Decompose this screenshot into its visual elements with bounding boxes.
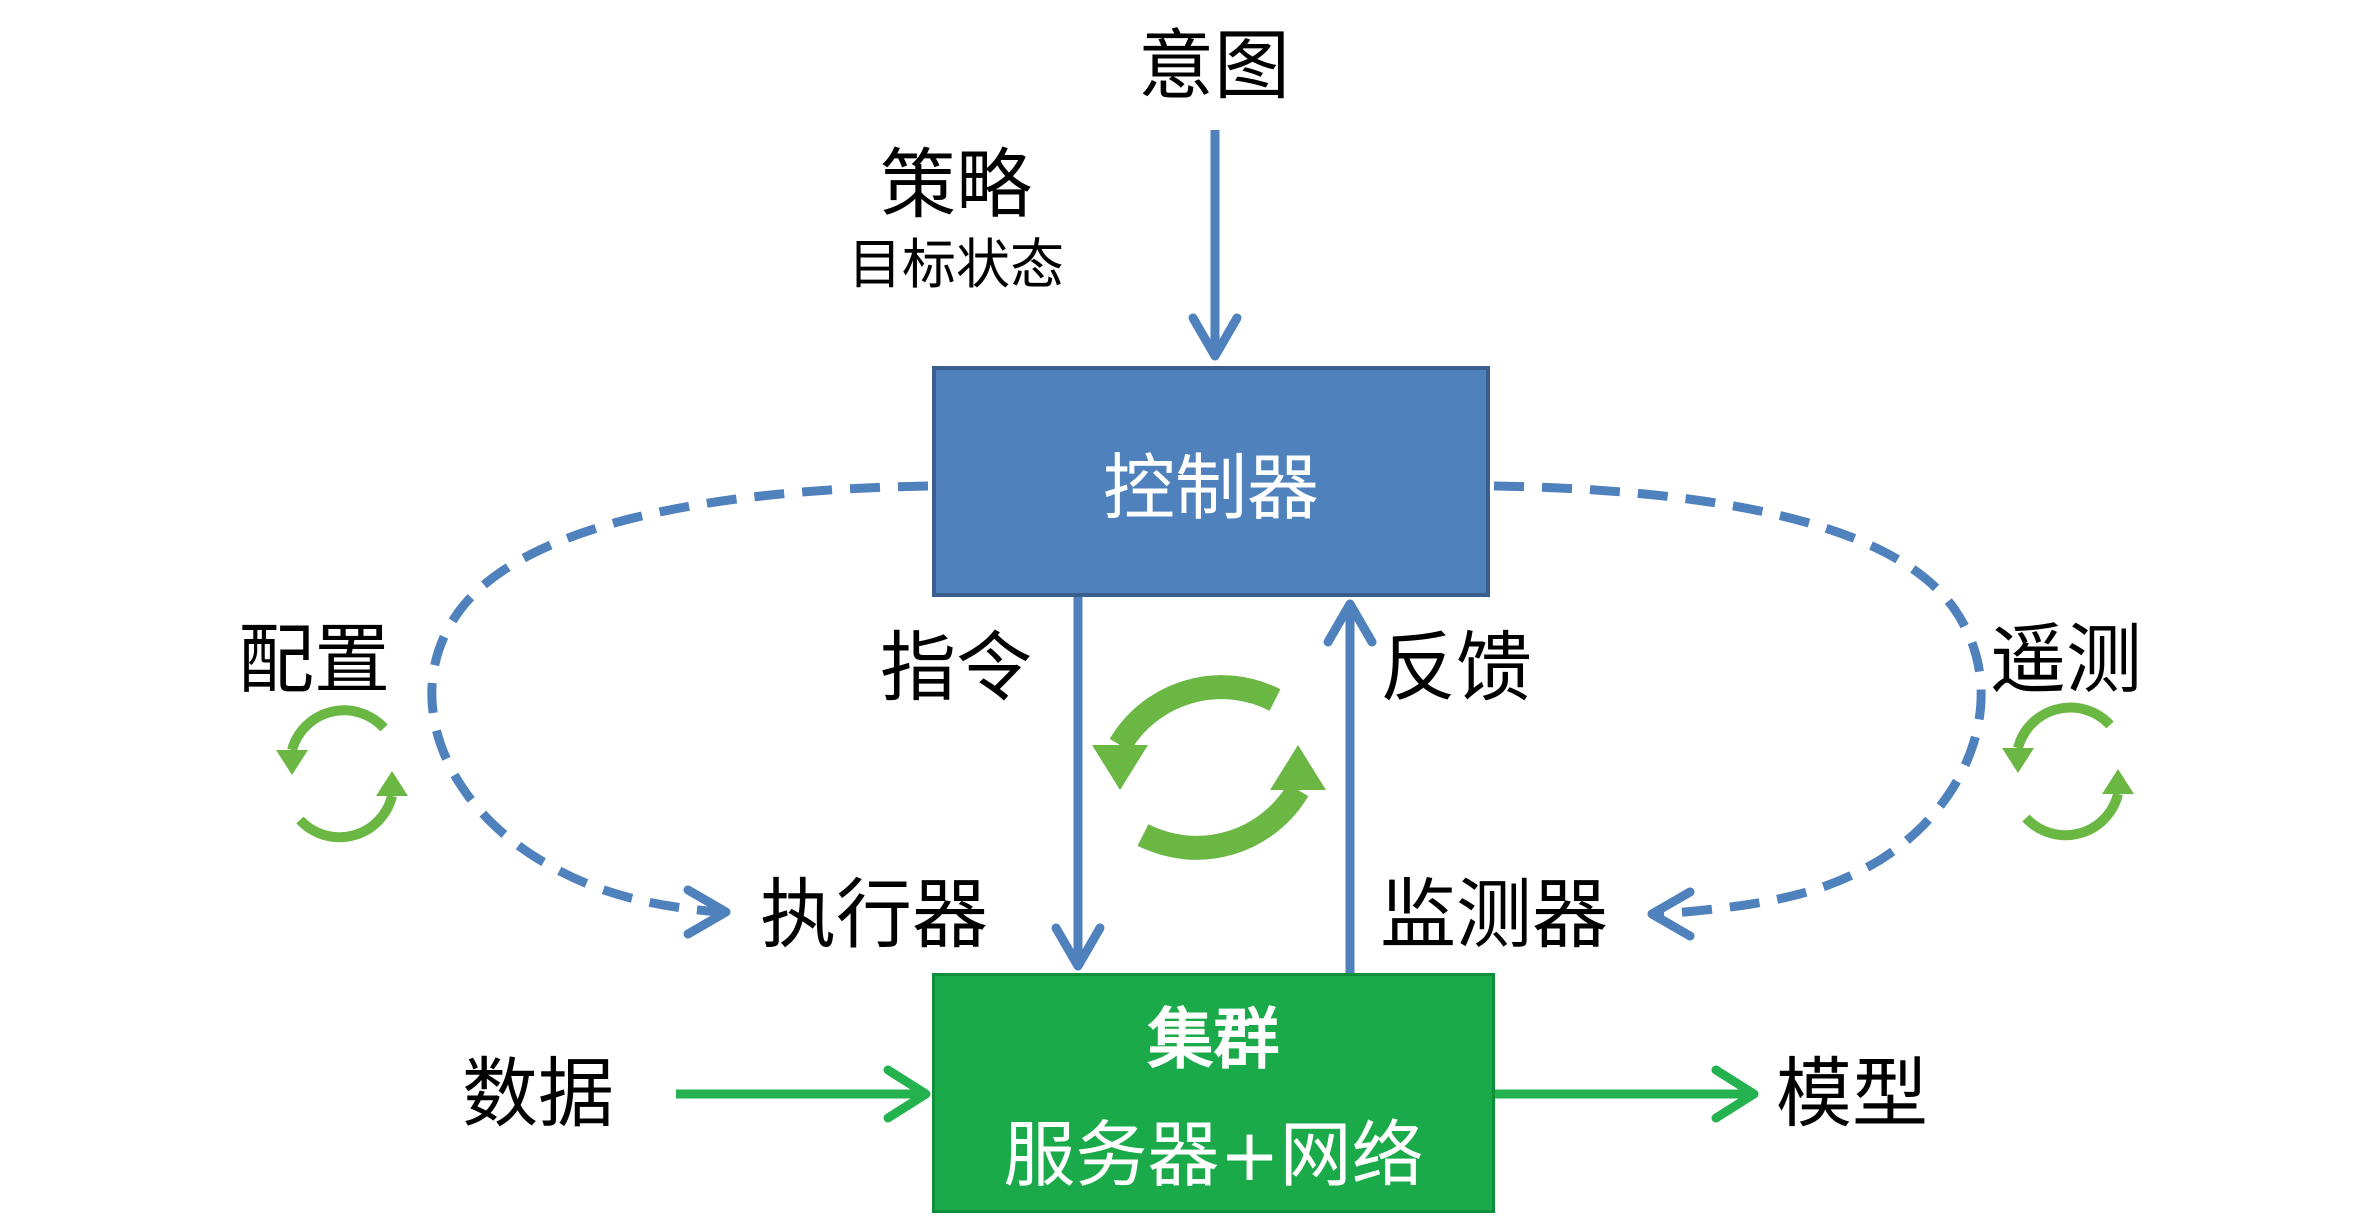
policy-label: 策略	[880, 140, 1032, 229]
cluster-box-fill	[932, 973, 1495, 1213]
monitor-label: 监测器	[1380, 870, 1608, 959]
model-output-arrow	[1495, 1065, 1759, 1123]
feedback-arrow	[1323, 599, 1377, 973]
configure-dashed-loop	[427, 481, 929, 939]
intent-arrow	[1188, 130, 1242, 361]
telemetry-label: 遥测	[1990, 615, 2142, 704]
cluster-subtitle: 服务器+网络	[1003, 1112, 1424, 1197]
controller-box-fill	[932, 366, 1490, 597]
cluster-title: 集群	[1147, 1000, 1280, 1078]
command-arrow	[1051, 597, 1105, 971]
intent-label: 意图	[1138, 21, 1290, 110]
configure-cycle-icon	[276, 705, 408, 843]
actuator-label: 执行器	[760, 870, 988, 959]
data-label: 数据	[462, 1049, 614, 1138]
model-label: 模型	[1776, 1049, 1928, 1138]
configure-label: 配置	[238, 615, 390, 704]
telemetry-dashed-loop	[1493, 481, 1986, 941]
feedback-label: 反馈	[1380, 623, 1532, 712]
controller-box: 控制器	[932, 366, 1490, 597]
telemetry-cycle-icon	[2002, 702, 2134, 841]
command-label: 指令	[880, 623, 1032, 712]
controller-label: 控制器	[1102, 446, 1319, 530]
cluster-box: 集群 服务器+网络	[932, 973, 1495, 1213]
control-cycle-icon	[1092, 675, 1326, 860]
target-state-label: 目标状态	[848, 233, 1064, 296]
data-input-arrow	[676, 1065, 931, 1123]
